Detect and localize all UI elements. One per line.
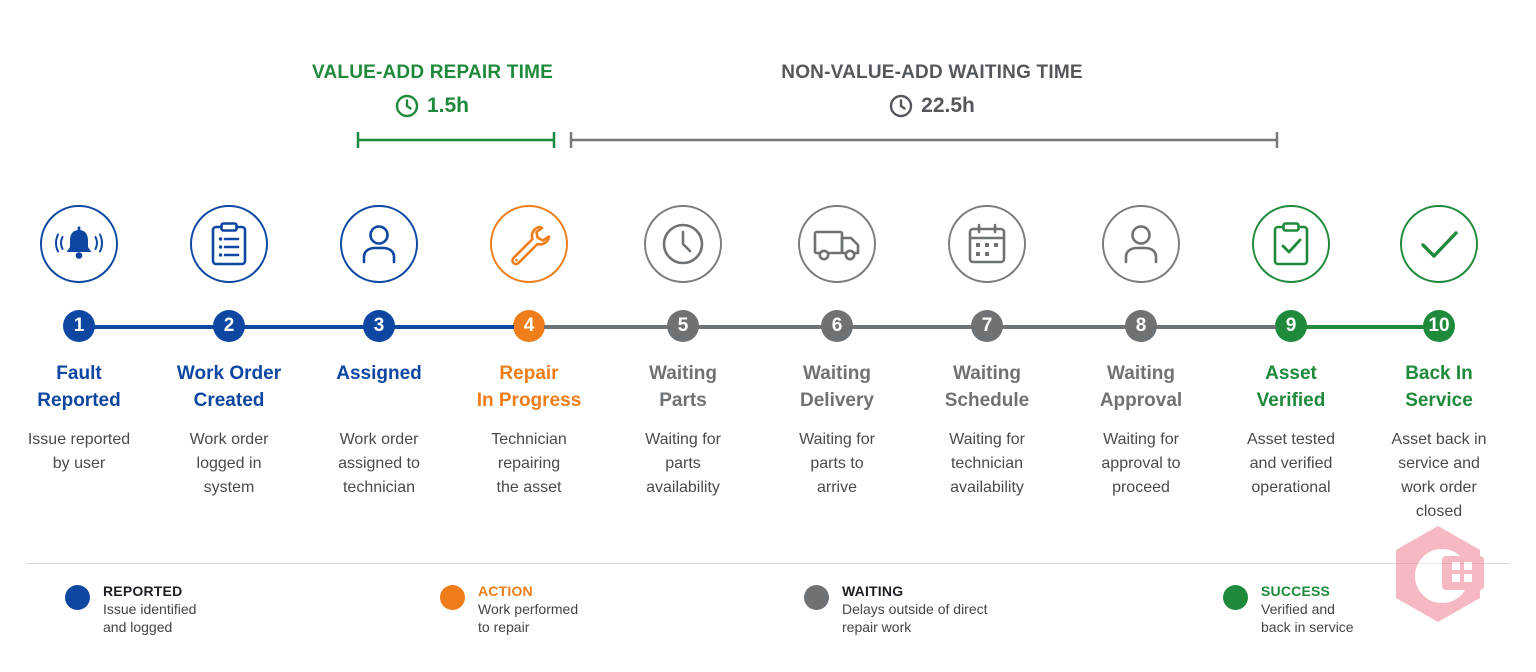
step-number: 7 [971,310,1003,342]
check-icon [1421,231,1458,258]
legend-dot [65,585,90,610]
step-title: Assigned [336,363,422,384]
clock-icon [889,94,913,118]
clock-icon [395,94,419,118]
step-number: 9 [1275,310,1307,342]
wrench-icon [511,225,551,266]
connector-8-9 [1156,325,1276,329]
clock-icon [662,223,704,265]
legend-label: REPORTED [103,583,183,599]
connector-1-2 [94,325,214,329]
legend-label: ACTION [478,583,533,599]
user-icon [1124,225,1158,264]
calendar-icon [968,223,1006,264]
value-add-duration-text: 1.5h [426,94,470,117]
connector-9-10 [1306,325,1424,329]
bell-icon [55,226,103,259]
value-add-title: VALUE-ADD REPAIR TIME [312,62,553,83]
step-number: 2 [213,310,245,342]
step-number: 4 [513,310,545,342]
step-icon-ring [490,205,568,283]
non-value-add-title: NON-VALUE-ADD WAITING TIME [781,62,1083,83]
step-icon-ring [1400,205,1478,283]
connector-5-6 [698,325,822,329]
connector-3-4 [394,325,514,329]
legend-dot [440,585,465,610]
connector-7-8 [1002,325,1126,329]
non-value-add-duration: 22.5h [852,92,1012,120]
step-number: 8 [1125,310,1157,342]
step-icon-ring [948,205,1026,283]
non-value-add-duration-text: 22.5h [921,94,975,117]
connector-6-7 [852,325,972,329]
step-number: 3 [363,310,395,342]
step-icon-ring [1102,205,1180,283]
step-icon-ring [40,205,118,283]
legend-dot [1223,585,1248,610]
step-number: 6 [821,310,853,342]
step-number: 1 [63,310,95,342]
step-icon-ring [644,205,722,283]
step-number: 5 [667,310,699,342]
value-add-duration: 1.5h [352,92,512,120]
step-icon-ring [1252,205,1330,283]
clipboard-check-icon [1273,222,1309,266]
value-add-bracket [356,132,556,148]
step-icon-ring [340,205,418,283]
legend-label: SUCCESS [1261,583,1331,599]
step-icon-ring [190,205,268,283]
legend-divider [26,563,1510,564]
connector-4-5 [544,325,668,329]
user-icon [362,225,396,264]
legend-label: WAITING [842,583,904,599]
legend-dot [804,585,829,610]
watermark-logo-icon [1396,526,1484,622]
step-number: 10 [1423,310,1455,342]
truck-icon [813,230,860,261]
non-value-add-bracket [569,132,1279,148]
clipboard-icon [211,222,247,266]
step-icon-ring [798,205,876,283]
connector-2-3 [244,325,364,329]
